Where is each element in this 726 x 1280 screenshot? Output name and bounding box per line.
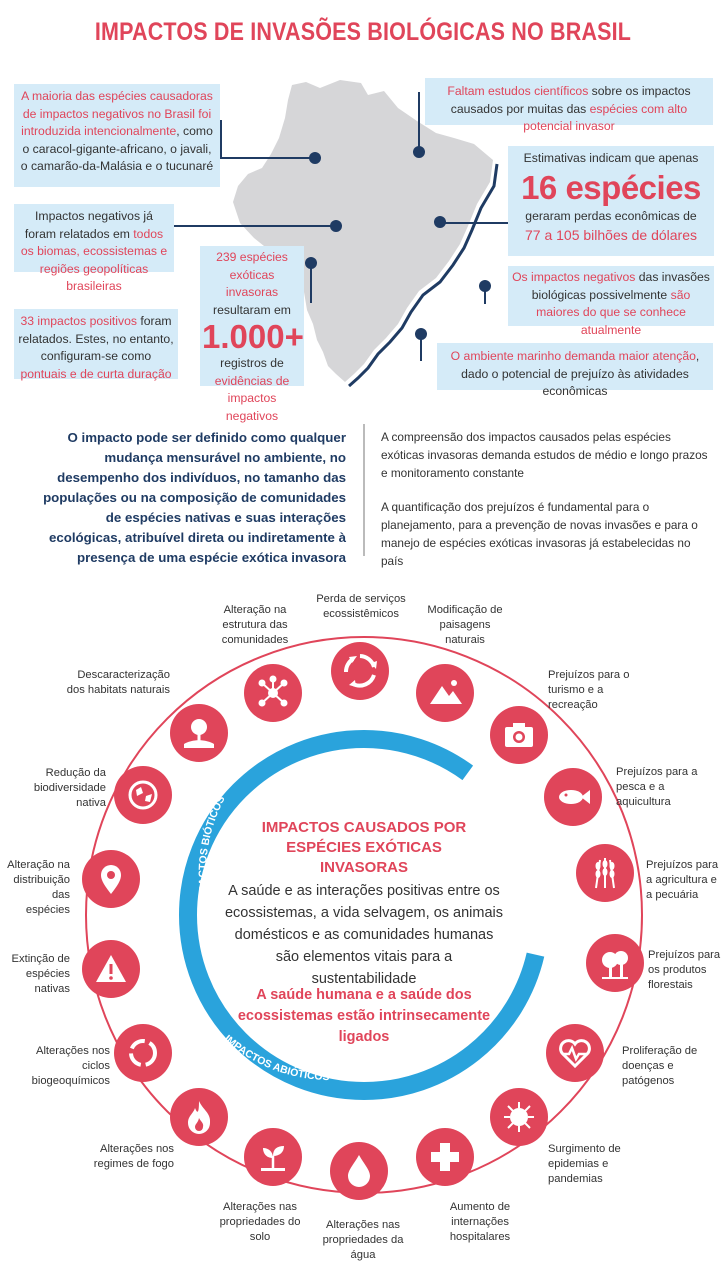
- big-number: 1.000+: [202, 318, 304, 355]
- cycle-icon: [114, 1024, 172, 1082]
- highlight-text: O ambiente marinho demanda maior atenção: [450, 349, 696, 363]
- highlight-text: todos os biomas, ecossistemas e regiões …: [20, 226, 168, 294]
- highlight-text: espécies com alto potencial invasor: [523, 101, 688, 134]
- info-box-studies: Faltam estudos científicos sobre os impa…: [425, 78, 713, 133]
- label-cycles: Alterações nos ciclos biogeoquímicos: [31, 1045, 110, 1087]
- box-text: das invasões biológicas possivelmente: [531, 270, 710, 302]
- label-landscape: Modificação de paisagens naturais: [427, 604, 503, 646]
- impact-circle: IMPACTOS BIÓTICOS IMPACTOS ABIÓTICOS IMP…: [85, 636, 643, 1194]
- page-title: IMPACTOS DE INVASÕES BIOLÓGICAS NO BRASI…: [94, 18, 632, 46]
- connector: [440, 222, 510, 224]
- mountain-icon: [416, 664, 474, 722]
- connector: [220, 120, 222, 158]
- box-text: Impactos negativos já foram relatados em: [24, 209, 153, 241]
- circle-highlight: A saúde humana e a saúde dos ecossistema…: [237, 987, 491, 1045]
- map-dot: [309, 152, 321, 164]
- label-agriculture: Prejuízos para a agricultura e a pecuári…: [646, 859, 719, 901]
- label-habitats: Descaracterização dos habitats naturais: [66, 669, 170, 696]
- camera-icon: [490, 706, 548, 764]
- inner-ring: [179, 730, 549, 1100]
- side-note-quantification: A quantificação dos prejuízos é fundamen…: [381, 500, 698, 568]
- impact-definition: O impacto pode ser definido como qualque…: [43, 430, 346, 565]
- highlight-text: 33 impactos positivos: [20, 314, 137, 328]
- map-dot: [434, 216, 446, 228]
- highlight-text: 239 espécies exóticas invasoras: [216, 250, 288, 299]
- connector: [174, 225, 336, 227]
- connector: [420, 333, 422, 361]
- tree-icon: [586, 934, 644, 992]
- map-dot: [415, 328, 427, 340]
- side-note-studies: A compreensão dos impactos causados pela…: [381, 430, 708, 480]
- water-drop-icon: [330, 1142, 388, 1200]
- label-biodiversity: Redução da biodiversidade nativa: [33, 767, 106, 809]
- circle-body: A saúde e as interações positivas entre …: [224, 883, 504, 987]
- label-disease: Proliferação de doenças e patógenos: [622, 1045, 698, 1087]
- brazil-map: [233, 80, 499, 388]
- label-distribution: Alteração na distribuição das espécies: [7, 859, 70, 916]
- network-icon: [244, 664, 302, 722]
- sprout-icon: [244, 1128, 302, 1186]
- label-soil: Alterações nas propriedades do solo: [219, 1201, 301, 1243]
- box-text: geraram perdas econômicas de: [525, 208, 697, 223]
- highlight-text: 77 a 105 bilhões de dólares: [524, 227, 698, 243]
- medical-cross-icon: [416, 1128, 474, 1186]
- label-tourism: Prejuízos para o turismo e a recreação: [548, 669, 630, 711]
- info-box-biomes: Impactos negativos já foram relatados em…: [14, 204, 174, 293]
- box-text: , como o caracol-gigante-africano, o jav…: [20, 124, 214, 173]
- location-pin-icon: [82, 850, 140, 908]
- connector: [310, 263, 312, 303]
- highlight-text: Os impactos negativos: [512, 270, 636, 284]
- label-structure: Alteração na estrutura das comunidades: [221, 604, 289, 646]
- map-dot: [413, 146, 425, 158]
- info-box-records: 239 espécies exóticas invasoras resultar…: [200, 246, 304, 423]
- recycle-icon: [331, 642, 389, 700]
- info-box-estimates: Estimativas indicam que apenas 16 espéci…: [508, 146, 714, 256]
- landscape-tree-icon: [170, 704, 228, 762]
- label-extinction: Extinção de espécies nativas: [11, 953, 70, 995]
- divider: [363, 424, 365, 556]
- label-forest: Prejuízos para os produtos florestais: [648, 949, 721, 991]
- connector: [220, 157, 316, 159]
- label-hospital: Aumento de internações hospitalares: [449, 1201, 511, 1243]
- highlight-text: Faltam estudos científicos: [447, 84, 589, 98]
- map-dot: [305, 257, 317, 269]
- box-text: sobre os impactos causados por muitas da…: [450, 84, 691, 116]
- label-fire: Alterações nos regimes de fogo: [93, 1143, 174, 1170]
- fish-icon: [544, 768, 602, 826]
- circle-heading: IMPACTOS CAUSADOS POR ESPÉCIES EXÓTICAS …: [261, 819, 467, 876]
- big-number: 16 espécies: [521, 168, 701, 206]
- box-text: Estimativas indicam que apenas: [523, 151, 699, 165]
- fire-icon: [170, 1088, 228, 1146]
- wheat-icon: [576, 844, 634, 902]
- warning-icon: [82, 940, 140, 998]
- globe-animals-icon: [114, 766, 172, 824]
- virus-icon: [490, 1088, 548, 1146]
- map-dot: [330, 220, 342, 232]
- label-epidemic: Surgimento de epidemias e pandemias: [548, 1143, 621, 1185]
- connector: [484, 286, 486, 304]
- info-box-intentional: A maioria das espécies causadoras de imp…: [14, 84, 220, 187]
- heartbeat-icon: [546, 1024, 604, 1082]
- highlight-text: são maiores do que se conhece atualmente: [536, 287, 691, 337]
- label-services: Perda de serviços ecossistêmicos: [316, 593, 406, 620]
- highlight-text: A maioria das espécies causadoras de imp…: [21, 89, 213, 138]
- info-box-marine: O ambiente marinho demanda maior atenção…: [437, 343, 713, 398]
- connector: [418, 92, 420, 150]
- info-box-positive: 33 impactos positivos foram relatados. E…: [14, 309, 178, 381]
- highlight-text: evidências de impactos negativos: [214, 373, 290, 423]
- box-text: , dado o potencial de prejuízo às ativid…: [461, 349, 700, 398]
- label-water: Alterações nas propriedades da água: [322, 1219, 404, 1261]
- map-dot: [479, 280, 491, 292]
- box-text: foram relatados. Estes, no entanto, conf…: [18, 314, 174, 363]
- box-text: resultaram em: [213, 302, 291, 317]
- box-text: registros de: [220, 356, 284, 370]
- highlight-text: pontuais e de curta duração: [20, 366, 172, 381]
- label-fishing: Prejuízos para a pesca e a aquicultura: [616, 766, 698, 808]
- info-box-greater: Os impactos negativos das invasões bioló…: [508, 266, 714, 337]
